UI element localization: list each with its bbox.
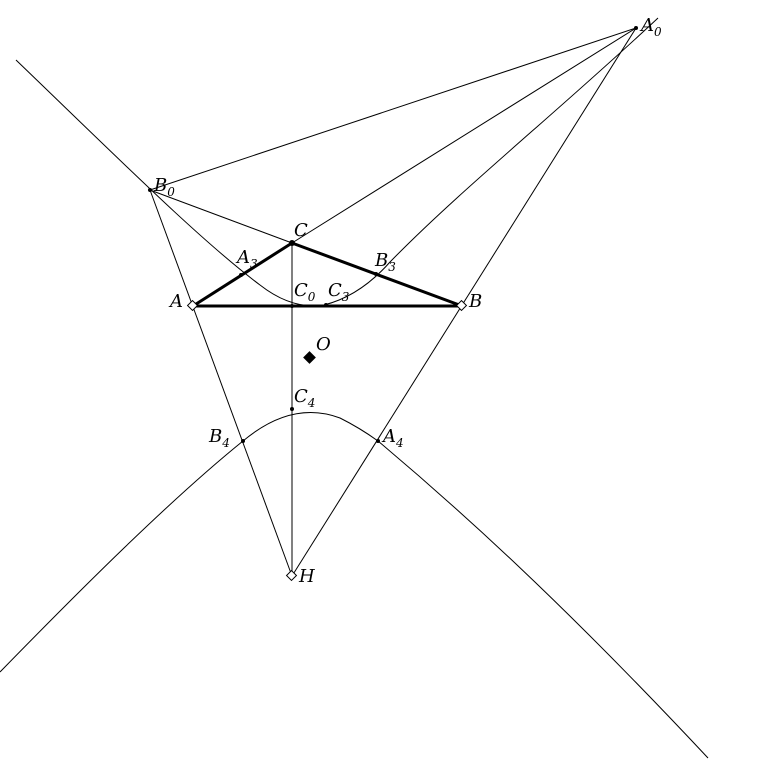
point-labels: A B C O H A0 B0 C0 A3 B3 C3 A4 B4 C4 bbox=[153, 15, 662, 587]
label-b4: B4 bbox=[208, 426, 230, 450]
label-c4: C4 bbox=[294, 386, 315, 410]
label-c0: C0 bbox=[294, 280, 316, 304]
point-c0-marker bbox=[290, 304, 294, 308]
point-c3-marker bbox=[324, 303, 328, 307]
hyperbola-upper-branch bbox=[15, 17, 659, 307]
segment-a0-c bbox=[291, 27, 637, 244]
label-c3: C3 bbox=[328, 280, 350, 304]
segment-b0-c bbox=[149, 189, 293, 244]
point-a3-marker bbox=[239, 273, 243, 277]
point-a4-marker bbox=[376, 439, 380, 443]
label-b: B bbox=[468, 291, 482, 312]
point-o-marker bbox=[303, 351, 316, 364]
point-h-marker bbox=[285, 569, 298, 582]
point-a0-marker bbox=[634, 26, 638, 30]
point-c4-marker bbox=[290, 407, 294, 411]
construction-lines bbox=[149, 27, 637, 577]
point-b4-marker bbox=[241, 439, 245, 443]
label-a: A bbox=[168, 291, 183, 312]
segment-b0-h bbox=[149, 189, 293, 577]
point-c-marker bbox=[289, 240, 295, 246]
label-a3: A3 bbox=[235, 247, 258, 271]
label-b3: B3 bbox=[374, 250, 396, 274]
point-b0-marker bbox=[148, 188, 152, 192]
label-a0: A0 bbox=[639, 15, 662, 39]
segment-b0-a0 bbox=[149, 27, 637, 191]
point-markers bbox=[148, 26, 638, 582]
label-b0: B0 bbox=[153, 175, 175, 199]
label-c: C bbox=[294, 220, 308, 241]
label-o: O bbox=[316, 334, 331, 355]
point-a-marker bbox=[186, 299, 199, 312]
segment-a0-h bbox=[291, 27, 637, 577]
point-b-marker bbox=[455, 299, 468, 312]
hyperbola-lower-branch bbox=[0, 412, 709, 759]
point-b3-marker bbox=[374, 272, 378, 276]
label-a4: A4 bbox=[381, 426, 404, 450]
label-h: H bbox=[298, 566, 315, 587]
hyperbola bbox=[0, 17, 709, 759]
